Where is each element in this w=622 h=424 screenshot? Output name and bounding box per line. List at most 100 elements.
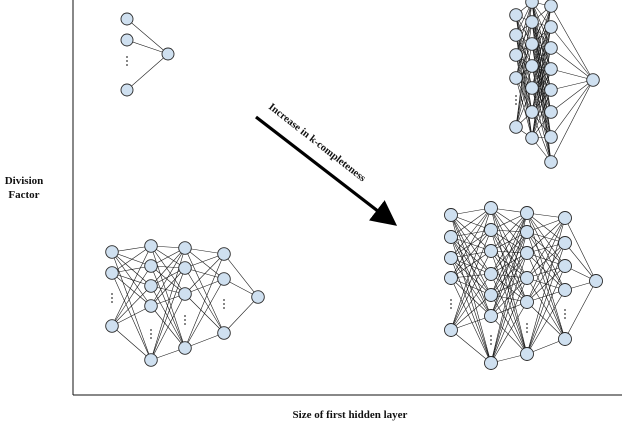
neuron-node <box>178 241 192 255</box>
neuron-node <box>520 246 534 260</box>
connection-edge <box>150 267 186 307</box>
connection-edge <box>150 247 186 307</box>
neuron-node <box>251 290 265 304</box>
neuron-node <box>144 259 158 273</box>
neuron-node <box>586 73 600 87</box>
ellipsis-dot <box>150 333 152 335</box>
neuron-node <box>558 283 572 297</box>
neuron-node <box>544 41 558 55</box>
neuron-node <box>544 83 558 97</box>
ellipsis-dot <box>184 315 186 317</box>
connection-edge <box>450 329 492 364</box>
connection-edge <box>111 272 152 287</box>
ellipsis-dot <box>450 307 452 309</box>
ellipsis-dot <box>223 307 225 309</box>
ellipsis-dot <box>111 301 113 303</box>
neuron-node <box>120 33 134 47</box>
connection-edge <box>490 212 528 364</box>
connection-edge <box>126 53 169 91</box>
connection-edge <box>111 251 152 287</box>
connection-edge <box>150 245 186 295</box>
neuron-node <box>444 251 458 265</box>
trend-arrow-label: Increase in k-completeness <box>266 102 367 185</box>
connection-edge <box>450 229 492 279</box>
ellipsis-dot <box>150 329 152 331</box>
connection-edge <box>490 229 528 303</box>
neuron-node <box>520 347 534 361</box>
connection-edge <box>526 217 566 279</box>
neuron-node <box>484 223 498 237</box>
neuron-node <box>178 261 192 275</box>
connection-edge <box>526 265 566 355</box>
connection-edge <box>550 79 594 138</box>
connection-edge <box>490 212 528 252</box>
neuron-node <box>120 12 134 26</box>
connection-edge <box>450 277 492 296</box>
connection-edge <box>490 273 528 355</box>
ellipsis-dot <box>184 319 186 321</box>
neuron-node <box>484 244 498 258</box>
connection-edge <box>450 214 492 296</box>
ellipsis-dot <box>564 309 566 311</box>
connection-edge <box>450 214 492 364</box>
connection-edge <box>111 325 152 361</box>
connection-edge <box>526 265 566 303</box>
neuron-node <box>520 295 534 309</box>
connection-edge <box>531 21 552 70</box>
connection-edge <box>184 253 225 349</box>
connection-edge <box>531 43 552 91</box>
neuron-node <box>484 309 498 323</box>
connection-edge <box>490 231 528 296</box>
neuron-node <box>178 287 192 301</box>
y-axis-label: Division Factor <box>0 174 48 202</box>
trend-arrow-shaft <box>255 115 398 226</box>
connection-edge <box>450 257 492 364</box>
connection-edge <box>526 289 566 355</box>
ellipsis-dot <box>150 337 152 339</box>
neuron-node <box>144 353 158 367</box>
neuron-node <box>520 225 534 239</box>
connection-edge <box>515 1 533 79</box>
connection-edge <box>531 68 552 113</box>
connection-edge <box>450 257 492 275</box>
ellipsis-dot <box>526 327 528 329</box>
connection-edge <box>490 250 528 355</box>
connection-edge <box>450 236 492 275</box>
connection-edge <box>111 272 152 361</box>
ellipsis-dot <box>126 60 128 62</box>
connection-edge <box>526 242 566 355</box>
connection-edge <box>111 245 152 327</box>
neuron-node <box>520 271 534 285</box>
neuron-node <box>525 0 539 9</box>
connection-edge <box>450 207 492 279</box>
neuron-node <box>544 130 558 144</box>
neuron-node <box>520 206 534 220</box>
neuron-node <box>544 0 558 13</box>
connection-edge <box>111 245 152 274</box>
neuron-node <box>178 341 192 355</box>
neuron-node <box>105 319 119 333</box>
connection-edge <box>531 47 552 139</box>
neuron-node <box>509 8 523 22</box>
connection-edge <box>150 247 186 287</box>
connection-edge <box>490 207 528 233</box>
connection-edge <box>550 79 594 163</box>
ellipsis-dot <box>450 299 452 301</box>
connection-edge <box>526 212 566 291</box>
connection-edge <box>450 294 492 331</box>
connection-edge <box>526 217 566 254</box>
connection-edge <box>564 280 597 340</box>
neuron-node <box>558 259 572 273</box>
connection-edge <box>526 231 566 267</box>
network-top-right <box>509 0 600 169</box>
neuron-node <box>509 48 523 62</box>
connection-edge <box>184 278 225 295</box>
neuron-node <box>105 266 119 280</box>
ellipsis-dot <box>564 313 566 315</box>
neuron-node <box>509 71 523 85</box>
ellipsis-dot <box>526 323 528 325</box>
connection-edge <box>490 212 528 275</box>
connection-edge <box>450 257 492 317</box>
neuron-node <box>484 356 498 370</box>
connection-edge <box>490 231 528 317</box>
